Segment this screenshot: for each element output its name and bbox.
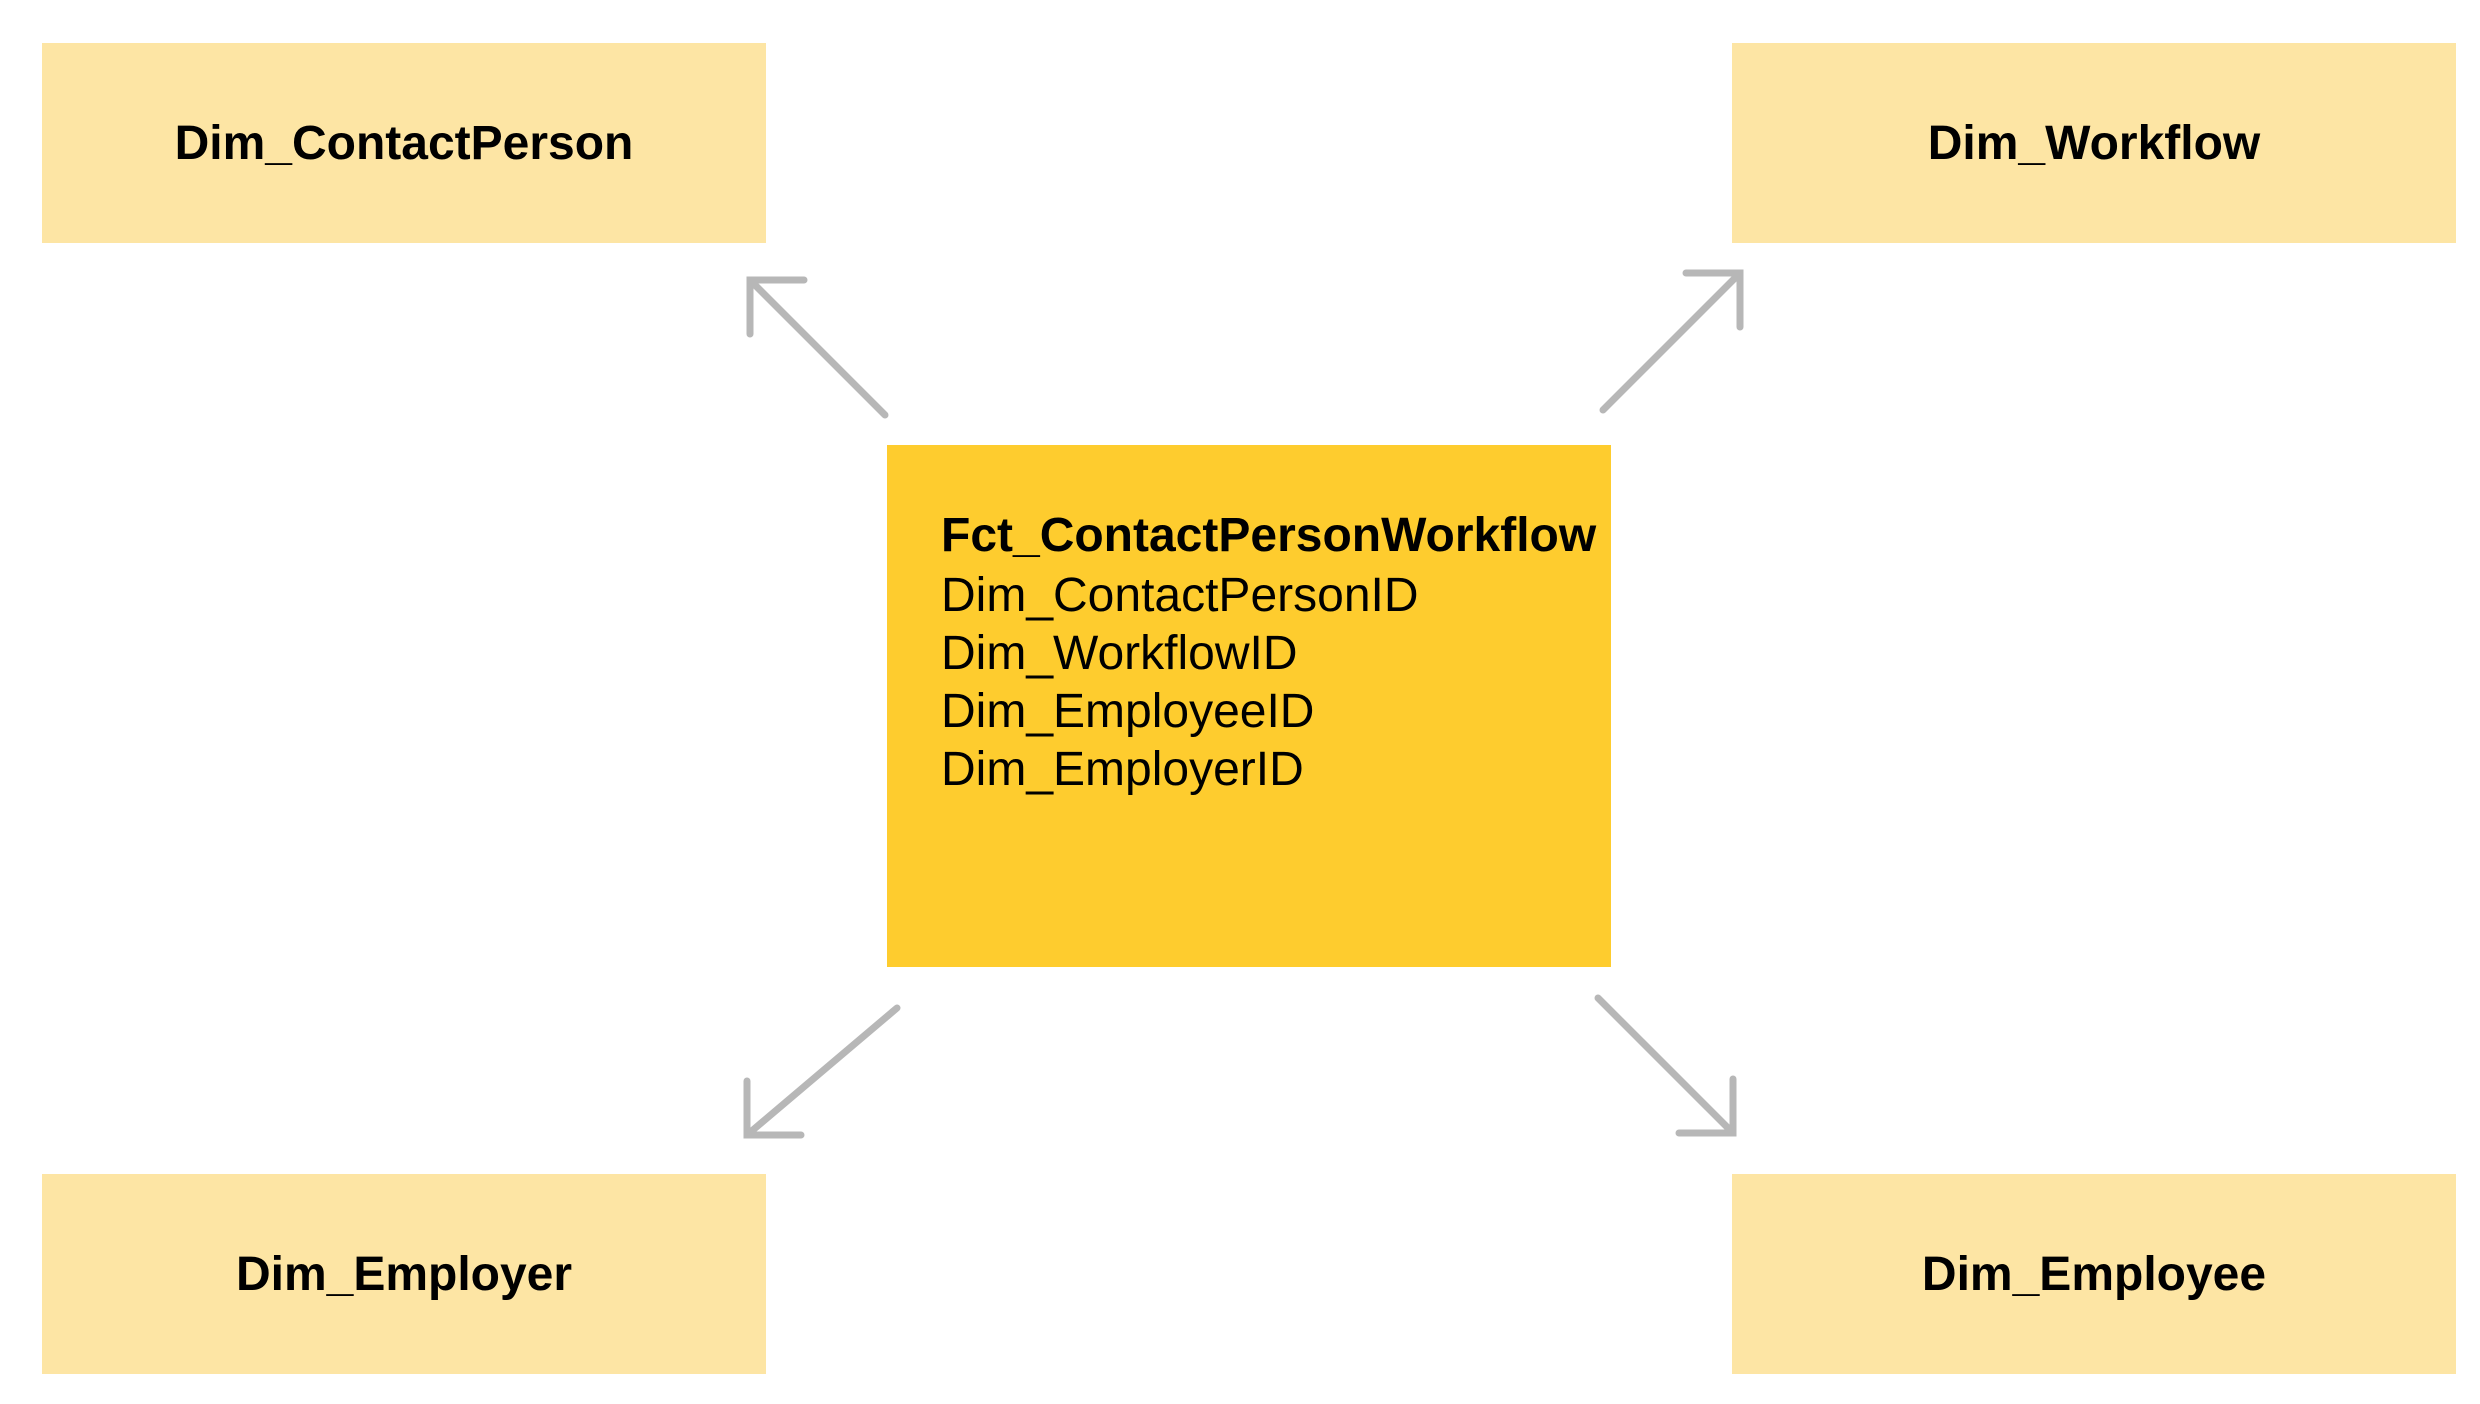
dim-employee-label: Dim_Employee <box>1921 1247 2267 1301</box>
dim-workflow-box: Dim_Workflow <box>1732 43 2456 243</box>
dim-contactperson-label: Dim_ContactPerson <box>174 116 634 170</box>
fact-field-workflowid: Dim_WorkflowID <box>941 627 1298 680</box>
dim-employer-label: Dim_Employer <box>235 1247 573 1301</box>
fact-field-employeeid: Dim_EmployeeID <box>941 685 1315 738</box>
arrow-to-dim-employee <box>1594 994 1737 1137</box>
arrow-to-dim-employer <box>743 1004 901 1139</box>
arrow-to-dim-workflow <box>1599 269 1744 414</box>
dim-workflow-label: Dim_Workflow <box>1927 116 2261 170</box>
dim-employer-box: Dim_Employer <box>42 1174 766 1374</box>
arrow-to-dim-contactperson <box>746 276 889 419</box>
fact-table-title: Fct_ContactPersonWorkflow <box>941 509 1597 562</box>
dim-contactperson-box: Dim_ContactPerson <box>42 43 766 243</box>
fact-field-employerid: Dim_EmployerID <box>941 743 1304 796</box>
fact-field-contactpersonid: Dim_ContactPersonID <box>941 569 1419 622</box>
dim-employee-box: Dim_Employee <box>1732 1174 2456 1374</box>
fact-table-box: Fct_ContactPersonWorkflow Dim_ContactPer… <box>887 445 1611 967</box>
